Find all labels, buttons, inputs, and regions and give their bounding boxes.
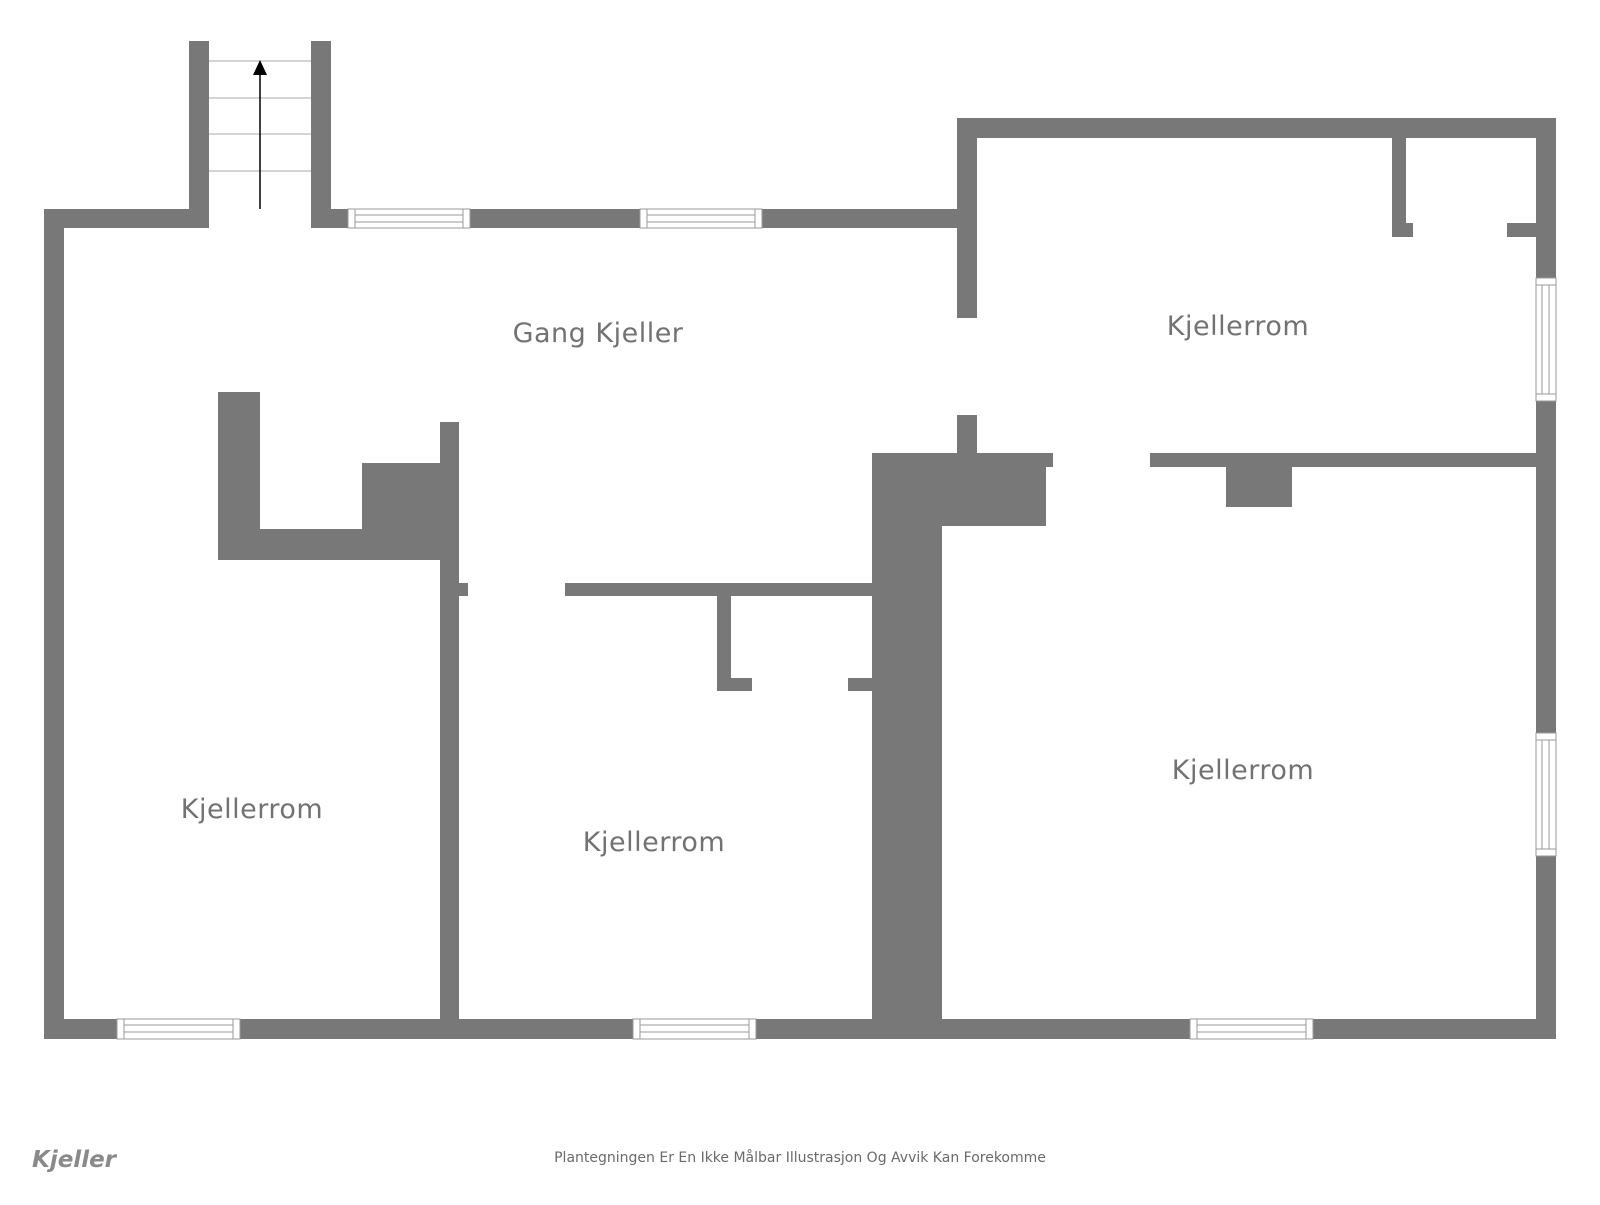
- window-top-1: [347, 208, 471, 229]
- stairs: [209, 41, 311, 209]
- stair-opening: [209, 208, 311, 229]
- room-label-kjellerrom-middle: Kjellerrom: [582, 827, 726, 858]
- outer-wall-right: [1536, 118, 1556, 1039]
- door-corridor-to-middle: [468, 582, 565, 597]
- window-right-1: [1535, 277, 1557, 402]
- room-label-gang-kjeller: Gang Kjeller: [512, 318, 684, 349]
- stair-arrow-icon: [253, 60, 267, 75]
- right-divider-wall: [1150, 453, 1556, 467]
- outer-wall-top-right: [957, 118, 1556, 138]
- windows: [116, 208, 1557, 1040]
- inner-wall-left-rooms: [440, 422, 459, 1039]
- closet-wall-left: [717, 583, 731, 691]
- door-corridor-to-right: [957, 318, 977, 415]
- window-bottom-1: [116, 1018, 241, 1040]
- window-bottom-2: [632, 1018, 757, 1040]
- outer-wall-bottom: [44, 1019, 1556, 1039]
- window-top-2: [639, 208, 763, 229]
- stair-wall-left: [189, 41, 209, 228]
- outer-wall-top-left: [44, 209, 965, 228]
- room-label-kjellerrom-bottom-right: Kjellerrom: [1171, 755, 1315, 786]
- door-closet-middle: [752, 677, 848, 692]
- right-chimney: [1226, 453, 1292, 507]
- room-label-kjellerrom-top-right: Kjellerrom: [1166, 311, 1310, 342]
- room-label-kjellerrom-left: Kjellerrom: [180, 794, 324, 825]
- middle-wall-upper-block: [872, 453, 1046, 526]
- stair-wall-right: [311, 41, 331, 228]
- window-right-2: [1535, 732, 1557, 857]
- outer-wall-left: [44, 209, 64, 1039]
- door-closet-top-right: [1413, 222, 1507, 238]
- floor-name: Kjeller: [32, 1147, 117, 1173]
- window-bottom-3: [1189, 1018, 1314, 1040]
- door-openings: [209, 208, 1507, 692]
- closet-top-wall-left: [1392, 118, 1406, 237]
- middle-thick-wall: [872, 453, 942, 1039]
- divider-stub: [1046, 453, 1053, 467]
- stair-top-landing: [211, 41, 309, 61]
- disclaimer-text: Plantegningen Er En Ikke Målbar Illustra…: [554, 1150, 1046, 1166]
